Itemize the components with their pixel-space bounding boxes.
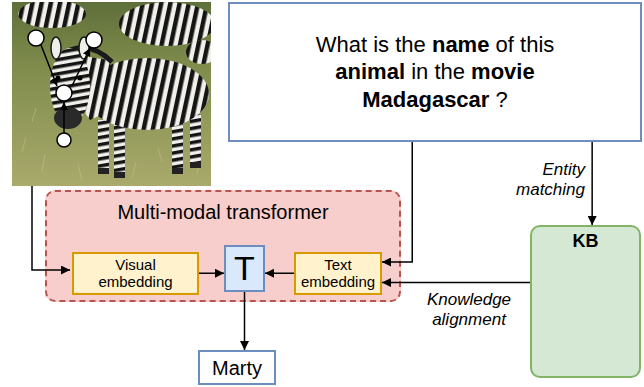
question-word	[514, 32, 520, 57]
image-input-wire	[32, 186, 70, 270]
answer-box: Marty	[198, 350, 276, 385]
zebra-photo	[12, 2, 211, 186]
question-word: this	[520, 32, 554, 57]
embedding-box: Text embedding	[294, 252, 382, 295]
question-word	[489, 32, 495, 57]
edge-label: Knowledge alignment	[408, 290, 530, 331]
embedding-label: Visual embedding	[92, 256, 179, 291]
knowledge-base: KB	[530, 225, 641, 378]
transformer-region: Multi-modal transformerVisual embedding T…	[45, 190, 401, 302]
knowledge-graph-icon	[0, 0, 107, 149]
transformer-box: T	[224, 245, 265, 292]
question-word	[465, 59, 471, 84]
question-word: What	[316, 32, 367, 57]
embedding-box: Visual embedding	[72, 252, 199, 295]
connector-arrow	[199, 273, 224, 275]
connector-arrow	[382, 282, 530, 284]
question-word	[405, 59, 411, 84]
connector-arrow	[382, 142, 412, 262]
connector-arrow	[591, 142, 593, 225]
question-word: name	[432, 32, 489, 57]
question-word	[489, 87, 495, 112]
question-word	[428, 59, 434, 84]
connector-arrow	[244, 292, 246, 350]
question-word	[389, 32, 395, 57]
kb-label: KB	[536, 231, 635, 253]
question-word: movie	[471, 59, 535, 84]
embedding-label: Text embedding	[300, 256, 376, 291]
question-word: Madagascar	[362, 87, 489, 112]
edge-label: Entity matching	[500, 160, 585, 201]
question-box: What is the name of this animal in the m…	[228, 2, 642, 142]
question-word	[367, 32, 373, 57]
question-word: in	[411, 59, 428, 84]
answer-text: Marty	[206, 356, 268, 380]
question-word: of	[496, 32, 514, 57]
transformer-symbol: T	[228, 250, 261, 287]
question-text: What is the name of this animal in the m…	[285, 31, 585, 114]
question-word: is	[373, 32, 389, 57]
question-word: animal	[335, 59, 405, 84]
question-word: the	[395, 32, 426, 57]
connector-arrow	[265, 273, 294, 275]
region-title: Multi-modal transformer	[53, 200, 393, 224]
question-word	[426, 32, 432, 57]
question-word: the	[434, 59, 465, 84]
question-word: ?	[496, 87, 508, 112]
